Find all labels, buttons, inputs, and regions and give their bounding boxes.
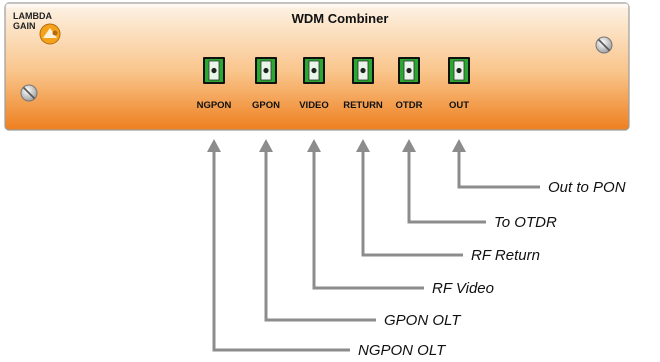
port-label: GPON xyxy=(252,100,280,111)
port-connector-gpon xyxy=(255,57,277,84)
brand-logo: LAMBDA GAIN xyxy=(13,11,61,45)
destination-label: To OTDR xyxy=(494,214,557,231)
arrow-gpon xyxy=(259,139,376,322)
port-connector-otdr xyxy=(398,57,420,84)
arrow-out xyxy=(452,139,540,189)
destination-label: RF Video xyxy=(432,280,494,297)
screw-icon xyxy=(595,36,613,54)
brand-name-line2: GAIN xyxy=(13,21,36,31)
port-connector-video xyxy=(303,57,325,84)
port-label: NGPON xyxy=(197,100,232,111)
arrow-otdr xyxy=(402,139,486,224)
brand-emblem-icon xyxy=(39,23,61,45)
arrow-ngpon xyxy=(207,139,350,352)
destination-label: NGPON OLT xyxy=(358,342,447,359)
port-connector-ngpon xyxy=(203,57,225,84)
port-label: OUT xyxy=(449,100,469,111)
arrow-return xyxy=(356,139,463,257)
port-label: RETURN xyxy=(343,100,383,111)
arrow-video xyxy=(307,139,424,290)
destination-label: RF Return xyxy=(471,247,540,264)
port-label: VIDEO xyxy=(299,100,329,111)
brand-name-line1: LAMBDA xyxy=(13,11,52,21)
port-label: OTDR xyxy=(396,100,423,111)
destination-label: Out to PON xyxy=(548,179,626,196)
port-connector-return xyxy=(352,57,374,84)
screw-icon xyxy=(20,84,38,102)
destination-label: GPON OLT xyxy=(384,312,462,329)
panel-title: WDM Combiner xyxy=(292,11,389,26)
port-connector-out xyxy=(448,57,470,84)
